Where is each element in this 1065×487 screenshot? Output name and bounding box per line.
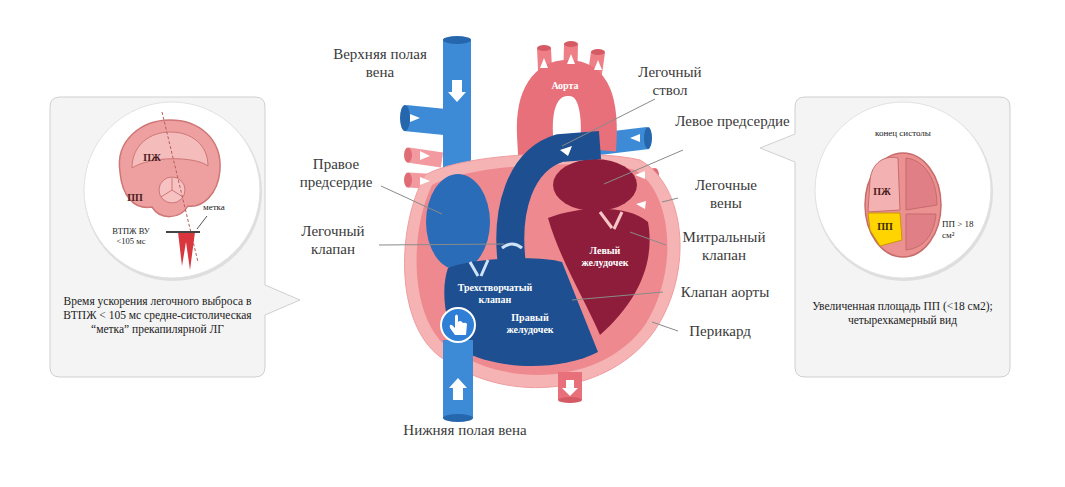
- part-label: Правое предсердие: [280, 155, 392, 191]
- chamber-label: ПЖ: [137, 152, 167, 164]
- inset-circle: конец систолыПЖ ПП ПП > 18 см²: [815, 102, 991, 278]
- vessel-cap: [558, 397, 582, 403]
- leader-line: [604, 150, 683, 184]
- leader-lines: [379, 99, 683, 331]
- enlarged-right-atrium: [868, 213, 902, 246]
- inset-shadow: [815, 103, 993, 281]
- leader-line: [379, 244, 504, 245]
- measurement-label: ПП > 18 см²: [942, 219, 978, 241]
- inset-circle: ПЖ ПП меткаВТПЖ ВУ <105 мс: [84, 102, 260, 278]
- flow-arrow: [562, 380, 578, 396]
- valve: [600, 212, 622, 229]
- callout-panel: [50, 97, 300, 377]
- part-label: Митральный клапан: [668, 228, 780, 264]
- part-label: Правый желудочек: [495, 312, 565, 336]
- part-label: Клапан аорты: [665, 283, 785, 301]
- part-label: Легочный клапан: [287, 222, 379, 258]
- pulmonary-trunk: [510, 145, 600, 265]
- leader-line: [381, 186, 442, 214]
- part-label: Аорта: [540, 80, 590, 92]
- valve: [502, 244, 522, 248]
- part-label: Нижняя полая вена: [380, 421, 550, 439]
- part-label: Легочный ствол: [620, 63, 720, 99]
- callout-panel: [760, 97, 1010, 377]
- callout-box: Время ускорения легочного выброса в ВТПЖ…: [50, 97, 265, 377]
- vessel-cap: [564, 41, 578, 47]
- part-label: Перикард: [680, 322, 760, 340]
- callout-text: Время ускорения легочного выброса в ВТПЖ…: [62, 295, 253, 336]
- right-atrium: [426, 174, 490, 270]
- callout-box: Увеличенная площадь ПП (<18 см2); четыре…: [795, 97, 1010, 377]
- left-chambers: [906, 158, 937, 250]
- part-label: Верхняя полая вена: [330, 45, 430, 81]
- chamber-label: ПП: [870, 221, 900, 233]
- part-label: Левый желудочек: [575, 245, 635, 269]
- phase-label: конец систолы: [873, 128, 933, 139]
- inset-circle: [84, 102, 260, 278]
- vessel-cap: [400, 105, 410, 131]
- part-label: Трехстворчатый клапан: [450, 282, 540, 306]
- four-chamber-heart: [865, 153, 941, 257]
- vessel-cap: [443, 414, 473, 422]
- inset-shadow: [84, 103, 262, 281]
- baseline-marker: [166, 231, 200, 233]
- chamber-label: ПП: [120, 192, 150, 204]
- hand-icon: [450, 315, 467, 336]
- left-ventricle: [548, 209, 650, 335]
- leader-line: [662, 198, 678, 202]
- flow-arrow: [410, 114, 640, 142]
- leader-line: [572, 292, 663, 300]
- inferior-vena-cava: [443, 340, 473, 418]
- doppler-trace: [178, 232, 195, 270]
- hand-icon: [441, 308, 475, 342]
- descending-aorta: [558, 372, 582, 400]
- flow-arrow: [448, 80, 466, 102]
- flow-arrow: [449, 378, 467, 400]
- leader-line: [630, 232, 666, 245]
- vessel-cap: [443, 36, 471, 44]
- part-label: Левое предсердие: [675, 112, 790, 130]
- leader-line: [197, 216, 207, 229]
- vessel-cap: [644, 127, 652, 149]
- callout-text: Увеличенная площадь ПП (<18 см2); четыре…: [807, 300, 998, 328]
- vessel-cap: [537, 45, 551, 51]
- inset-circle: [815, 102, 991, 278]
- leader-line: [652, 322, 678, 331]
- marker-label: метка: [203, 202, 243, 213]
- flow-arrow: [560, 146, 572, 156]
- vessel-cap: [404, 173, 412, 188]
- right-ventricle-section: [868, 157, 900, 212]
- right-ventricle-section: [132, 132, 208, 168]
- valve: [470, 260, 488, 276]
- leader-line: [562, 99, 655, 146]
- measurement-label: ВТПЖ ВУ <105 мс: [103, 226, 159, 246]
- part-label: Легочные вены: [680, 176, 772, 212]
- chamber-label: ПЖ: [867, 186, 897, 198]
- vessel-cap: [404, 148, 412, 163]
- flow-arrow: [540, 54, 602, 70]
- vessel-cap: [591, 49, 605, 55]
- left-atrium: [553, 159, 637, 211]
